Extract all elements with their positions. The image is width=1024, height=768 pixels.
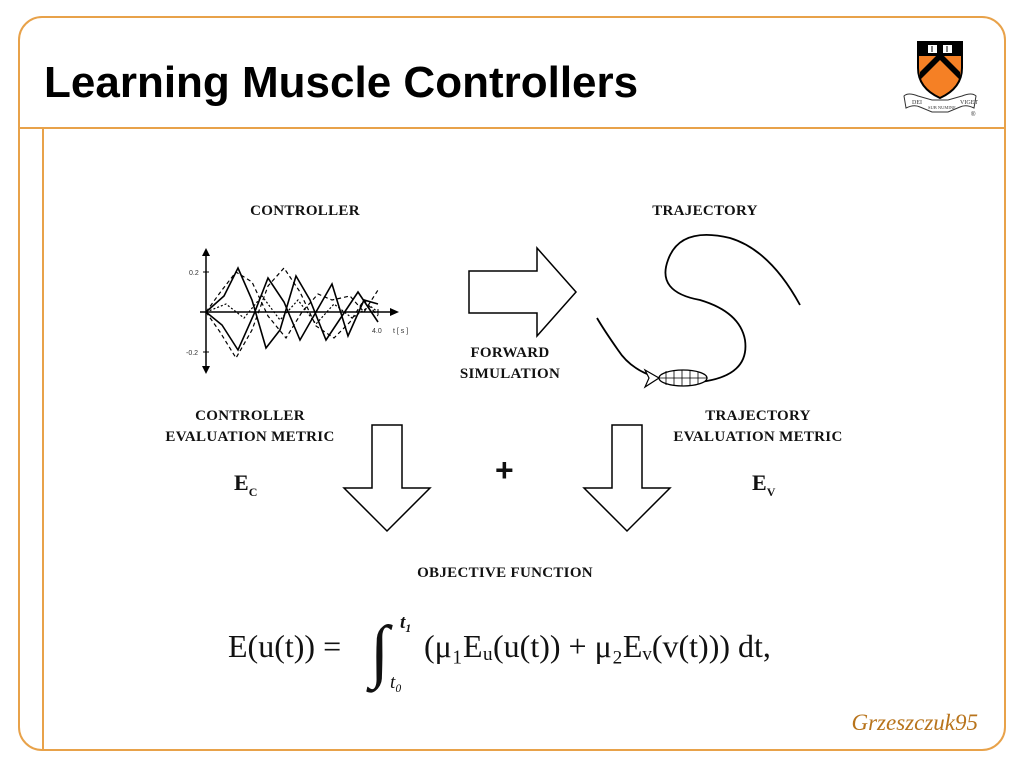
motto-right: SUB NUMINE <box>928 105 956 110</box>
side-divider <box>42 128 44 750</box>
controller-plot: 0.2 -0.2 4.0 t [ s ] <box>186 248 408 374</box>
tick-label-x-end: 4.0 <box>372 328 382 335</box>
fish-icon <box>643 368 708 389</box>
signal-curve-2 <box>205 276 379 352</box>
trajectory-down-arrow <box>582 424 672 533</box>
ec-base: E <box>234 470 249 495</box>
forward-simulation-arrow <box>468 246 578 338</box>
registered-mark: ® <box>971 111 976 118</box>
title-divider <box>19 127 1005 129</box>
plot-y-arrow-down <box>202 366 210 374</box>
plot-x-arrow <box>390 308 399 316</box>
ev-base: E <box>752 470 767 495</box>
motto-bottom: VIGET <box>960 100 978 106</box>
plus-sign: + <box>495 452 514 488</box>
formula-upper-limit: t₁ <box>400 612 412 633</box>
signal-curve-5 <box>205 295 379 325</box>
x-axis-label: t [ s ] <box>393 328 408 335</box>
tick-label-top: 0.2 <box>189 270 199 277</box>
trajectory-label: TRAJECTORY <box>652 203 758 219</box>
ec-subscript: C <box>248 485 258 499</box>
forward-label-line1: FORWARD <box>470 345 550 361</box>
trajectory-curve <box>596 234 801 383</box>
slide-title: Learning Muscle Controllers <box>44 58 639 107</box>
controller-down-arrow <box>342 424 432 533</box>
trajectory-metric-line1: TRAJECTORY <box>705 408 811 424</box>
ev-symbol: EV <box>752 470 775 500</box>
princeton-shield-icon: DEI VIGET SUB NUMINE ® <box>903 41 978 118</box>
formula-lower-limit: t₀ <box>390 672 402 693</box>
author-credit: Grzeszczuk95 <box>851 710 979 735</box>
trajectory-metric-label: TRAJECTORY EVALUATION METRIC <box>658 406 858 448</box>
formula-lhs: E(u(t)) = <box>228 628 342 664</box>
signal-curve-3 <box>205 271 379 340</box>
ec-symbol: EC <box>234 470 257 500</box>
controller-label: CONTROLLER <box>250 203 360 219</box>
objective-function-label: OBJECTIVE FUNCTION <box>417 565 593 581</box>
motto-left: DEI <box>912 100 922 106</box>
trajectory-metric-line2: EVALUATION METRIC <box>673 429 843 445</box>
tick-label-bottom: -0.2 <box>186 350 198 357</box>
forward-simulation-label: FORWARD SIMULATION <box>440 343 580 385</box>
ev-subscript: V <box>766 485 776 499</box>
plot-y-arrow-up <box>202 248 210 256</box>
objective-formula: E(u(t)) = ∫ t₁ t₀ (μ₁Eᵤ(u(t)) + μ₂Eᵥ(v(t… <box>228 612 848 702</box>
forward-label-line2: SIMULATION <box>459 366 561 382</box>
integral-sign: ∫ <box>370 613 390 690</box>
formula-integrand: (μ₁Eᵤ(u(t)) + μ₂Eᵥ(v(t))) dt, <box>424 628 771 664</box>
slide-frame <box>18 16 1006 751</box>
princeton-logo: DEI VIGET SUB NUMINE ® <box>898 34 982 120</box>
controller-metric-label: CONTROLLER EVALUATION METRIC <box>150 406 350 448</box>
controller-metric-line2: EVALUATION METRIC <box>165 429 335 445</box>
controller-metric-line1: CONTROLLER <box>195 408 305 424</box>
